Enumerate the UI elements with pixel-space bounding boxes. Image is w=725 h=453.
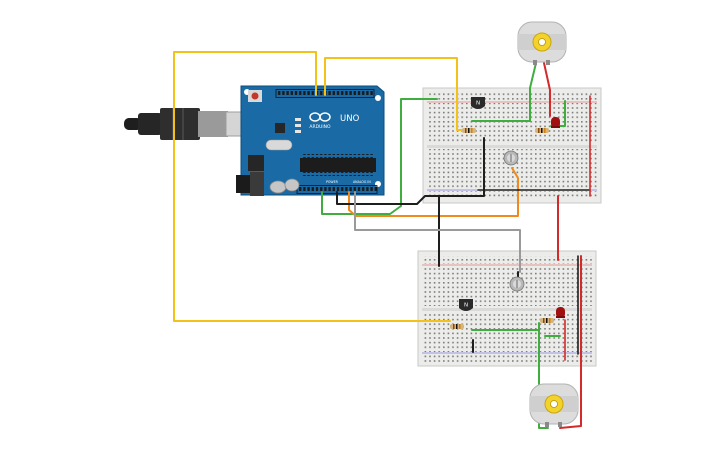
- arduino-uno-board[interactable]: ARDUINO UNO POWER ANALOG IN: [236, 85, 385, 196]
- wire-green-top-1[interactable]: [321, 98, 438, 215]
- analog-header-label: ANALOG IN: [353, 180, 371, 184]
- wire-orange-analog[interactable]: [348, 167, 519, 217]
- wire-yellow-pin-to-top-transistor[interactable]: [324, 57, 467, 131]
- wire-green-top-motor[interactable]: [471, 62, 537, 122]
- dc-motor-bottom[interactable]: [529, 383, 579, 427]
- wire-gray-analog[interactable]: [354, 191, 521, 273]
- wire-black-gnd[interactable]: [336, 137, 485, 205]
- wire-red-top-motor[interactable]: [543, 62, 551, 117]
- resistor-top-left[interactable]: [462, 128, 476, 133]
- led-bottom[interactable]: [556, 307, 565, 318]
- arduino-brand-label: ARDUINO: [309, 124, 331, 130]
- wire-red-rail-bottom[interactable]: [559, 255, 582, 429]
- dc-motor-top[interactable]: [517, 21, 567, 65]
- wire-green-bottom-motor[interactable]: [538, 322, 549, 429]
- breadboard-bottom[interactable]: [417, 250, 597, 367]
- transistor-top-marking: N: [476, 101, 480, 107]
- resistor-bottom-left[interactable]: [450, 324, 464, 329]
- transistor-top[interactable]: N: [471, 97, 485, 109]
- resistor-bottom-right[interactable]: [540, 318, 554, 323]
- transistor-bottom-marking: N: [464, 303, 468, 309]
- resistor-top-right[interactable]: [535, 128, 549, 133]
- reset-button[interactable]: [251, 92, 259, 100]
- wire-yellow-pin-to-bottom-transistor[interactable]: [173, 51, 451, 322]
- breadboard-top[interactable]: [422, 87, 602, 204]
- arduino-logo-icon: [309, 112, 331, 122]
- wires: [173, 51, 591, 429]
- potentiometer-top[interactable]: [503, 150, 519, 166]
- led-top[interactable]: [551, 117, 560, 128]
- transistor-bottom[interactable]: N: [459, 299, 473, 311]
- arduino-model-label: UNO: [340, 114, 360, 124]
- power-header-label: POWER: [326, 180, 339, 184]
- potentiometer-bottom[interactable]: [509, 276, 525, 292]
